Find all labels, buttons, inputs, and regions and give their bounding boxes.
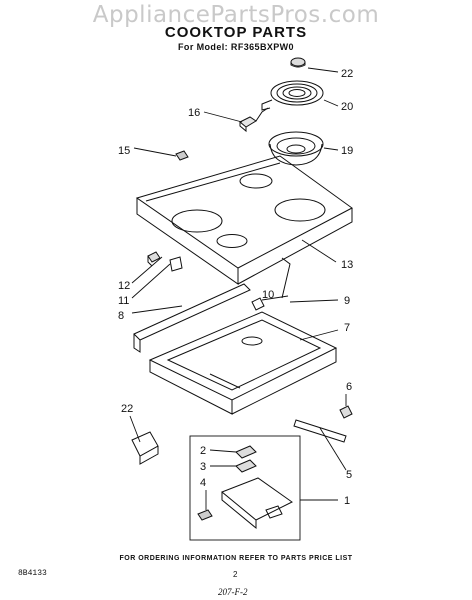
part-6-clip — [339, 405, 353, 419]
callout-13: 13 — [341, 259, 353, 271]
ordering-note: FOR ORDERING INFORMATION REFER TO PARTS … — [119, 555, 353, 562]
callout-15: 15 — [118, 145, 130, 157]
leader-lines — [129, 67, 347, 510]
part-7-burner-box — [148, 311, 338, 415]
part-22-hinge-bracket — [131, 431, 159, 465]
callout-8: 8 — [118, 310, 124, 322]
part-5-bracket — [293, 419, 347, 443]
part-18-drip-bowl — [268, 131, 324, 166]
callout-12: 12 — [118, 280, 130, 292]
part-20-knob — [290, 57, 306, 68]
callout-4: 4 — [200, 477, 206, 489]
part-13-cooktop — [135, 155, 353, 285]
callout-22: 22 — [121, 403, 133, 415]
callout-10: 10 — [262, 289, 274, 301]
part-19-surface-element — [261, 80, 324, 111]
callout-1: 1 — [344, 495, 350, 507]
callout-9: 9 — [344, 295, 350, 307]
diagram-title: COOKTOP PARTS — [164, 24, 308, 41]
part-16-terminal-block — [239, 107, 269, 133]
callout-20: 22 — [341, 68, 353, 80]
part-11-bracket — [169, 256, 183, 272]
callout-11: 11 — [118, 295, 129, 307]
page-number: 2 — [233, 570, 238, 579]
callout-numbers: 22 20 16 19 15 13 12 11 10 9 8 7 6 22 2 … — [118, 68, 353, 507]
callout-2: 2 — [200, 445, 206, 457]
model-subtitle: For Model: RF365BXPW0 — [178, 42, 294, 52]
part-10-clip — [251, 297, 265, 311]
callout-5: 5 — [346, 469, 352, 481]
callout-7: 7 — [344, 322, 350, 334]
callout-18: 19 — [341, 145, 353, 157]
page-code: 207-F-2 — [218, 587, 248, 597]
callout-3: 3 — [200, 461, 206, 473]
part-9-rod — [281, 257, 291, 299]
watermark: AppliancePartsPros.com — [92, 2, 380, 28]
callout-16: 16 — [188, 107, 200, 119]
switch-assembly-box — [189, 435, 301, 541]
document-number: 8B4133 — [18, 569, 47, 578]
part-15-clip — [175, 150, 189, 161]
part-8-front-strip — [133, 283, 251, 353]
callout-19: 20 — [341, 101, 353, 113]
callout-6: 6 — [346, 381, 352, 393]
part-12-hinge — [147, 251, 161, 267]
